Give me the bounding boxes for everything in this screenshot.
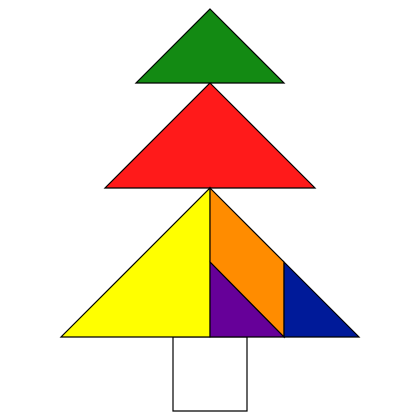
tree-bottom-right-triangle <box>283 260 361 338</box>
tree-bottom-small-triangle <box>209 260 286 338</box>
tree-trunk-square <box>172 336 248 412</box>
